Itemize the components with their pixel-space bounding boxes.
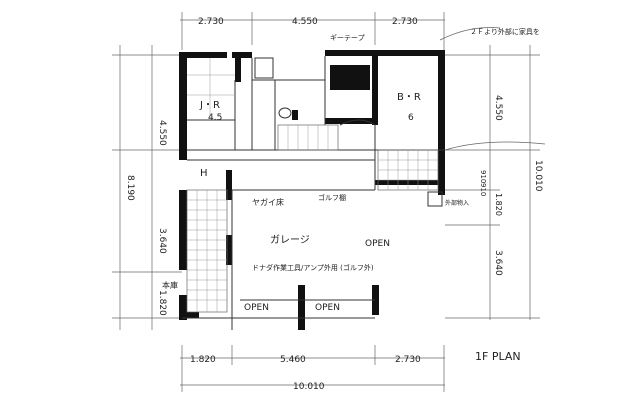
label-yaganeya: ヤガイ床 xyxy=(252,197,284,207)
dim-right-3: 1.820 xyxy=(494,193,503,216)
tatami-grid-jr xyxy=(187,58,235,120)
right-dimension-line: 4.550 10.010 1.820 3.640 910 910 xyxy=(445,45,543,320)
room-label-jr: J・R xyxy=(199,100,220,111)
note-cabinet: ゴルフ棚 xyxy=(318,193,346,202)
tile-grid-left-strip xyxy=(186,189,228,313)
dim-bottom-total: 10.010 xyxy=(293,382,325,392)
dim-left-1: 4.550 xyxy=(157,120,167,146)
dim-bottom-2: 5.460 xyxy=(280,355,306,365)
room-label-hall: H xyxy=(200,168,208,179)
dim-bottom-3: 2.730 xyxy=(395,355,421,365)
walls xyxy=(179,50,445,330)
room-label-br: B・R xyxy=(397,92,421,103)
dim-right-small-2: 910 xyxy=(479,183,487,196)
stairs xyxy=(277,124,339,151)
dim-left-3: 3.640 xyxy=(157,228,167,254)
top-dimension-line: 2.730 4.550 2.730 xyxy=(180,12,445,50)
tile-grid-right xyxy=(377,149,439,191)
dim-top-1: 2.730 xyxy=(198,17,224,27)
left-dimension-line: 4.550 8.190 3.640 1.820 xyxy=(112,45,182,330)
dim-right-1: 4.550 xyxy=(493,95,503,121)
dim-top-2: 4.550 xyxy=(292,17,318,27)
dim-bottom-1: 1.820 xyxy=(190,355,216,365)
room-size-jr: 4.5 xyxy=(208,113,222,123)
note-top-right: ２Ｆより外部に家具を xyxy=(470,27,540,36)
note-right-storage: 外部物入 xyxy=(445,199,469,207)
label-open-1: OPEN xyxy=(365,239,390,249)
dim-right-small-1: 910 xyxy=(479,170,487,183)
dim-top-3: 2.730 xyxy=(392,17,418,27)
note-work-area: ドナダ作業工具/アンプ外用 (ゴルフ外) xyxy=(252,263,374,272)
note-left: 本庫 xyxy=(162,280,178,290)
dim-left-4: 1.820 xyxy=(157,290,167,316)
label-open-2: OPEN xyxy=(244,303,269,313)
plan-title: 1F PLAN xyxy=(475,350,521,363)
label-open-3: OPEN xyxy=(315,303,340,313)
dim-left-2: 8.190 xyxy=(125,175,135,201)
dim-right-4: 3.640 xyxy=(493,250,503,276)
bottom-dimension-line: 1.820 5.460 2.730 10.010 xyxy=(180,345,445,392)
room-label-garage: ガレージ xyxy=(270,234,310,246)
room-size-br: 6 xyxy=(408,113,414,123)
note-top: ギーテープ xyxy=(330,34,365,42)
dim-right-2: 10.010 xyxy=(533,160,543,192)
